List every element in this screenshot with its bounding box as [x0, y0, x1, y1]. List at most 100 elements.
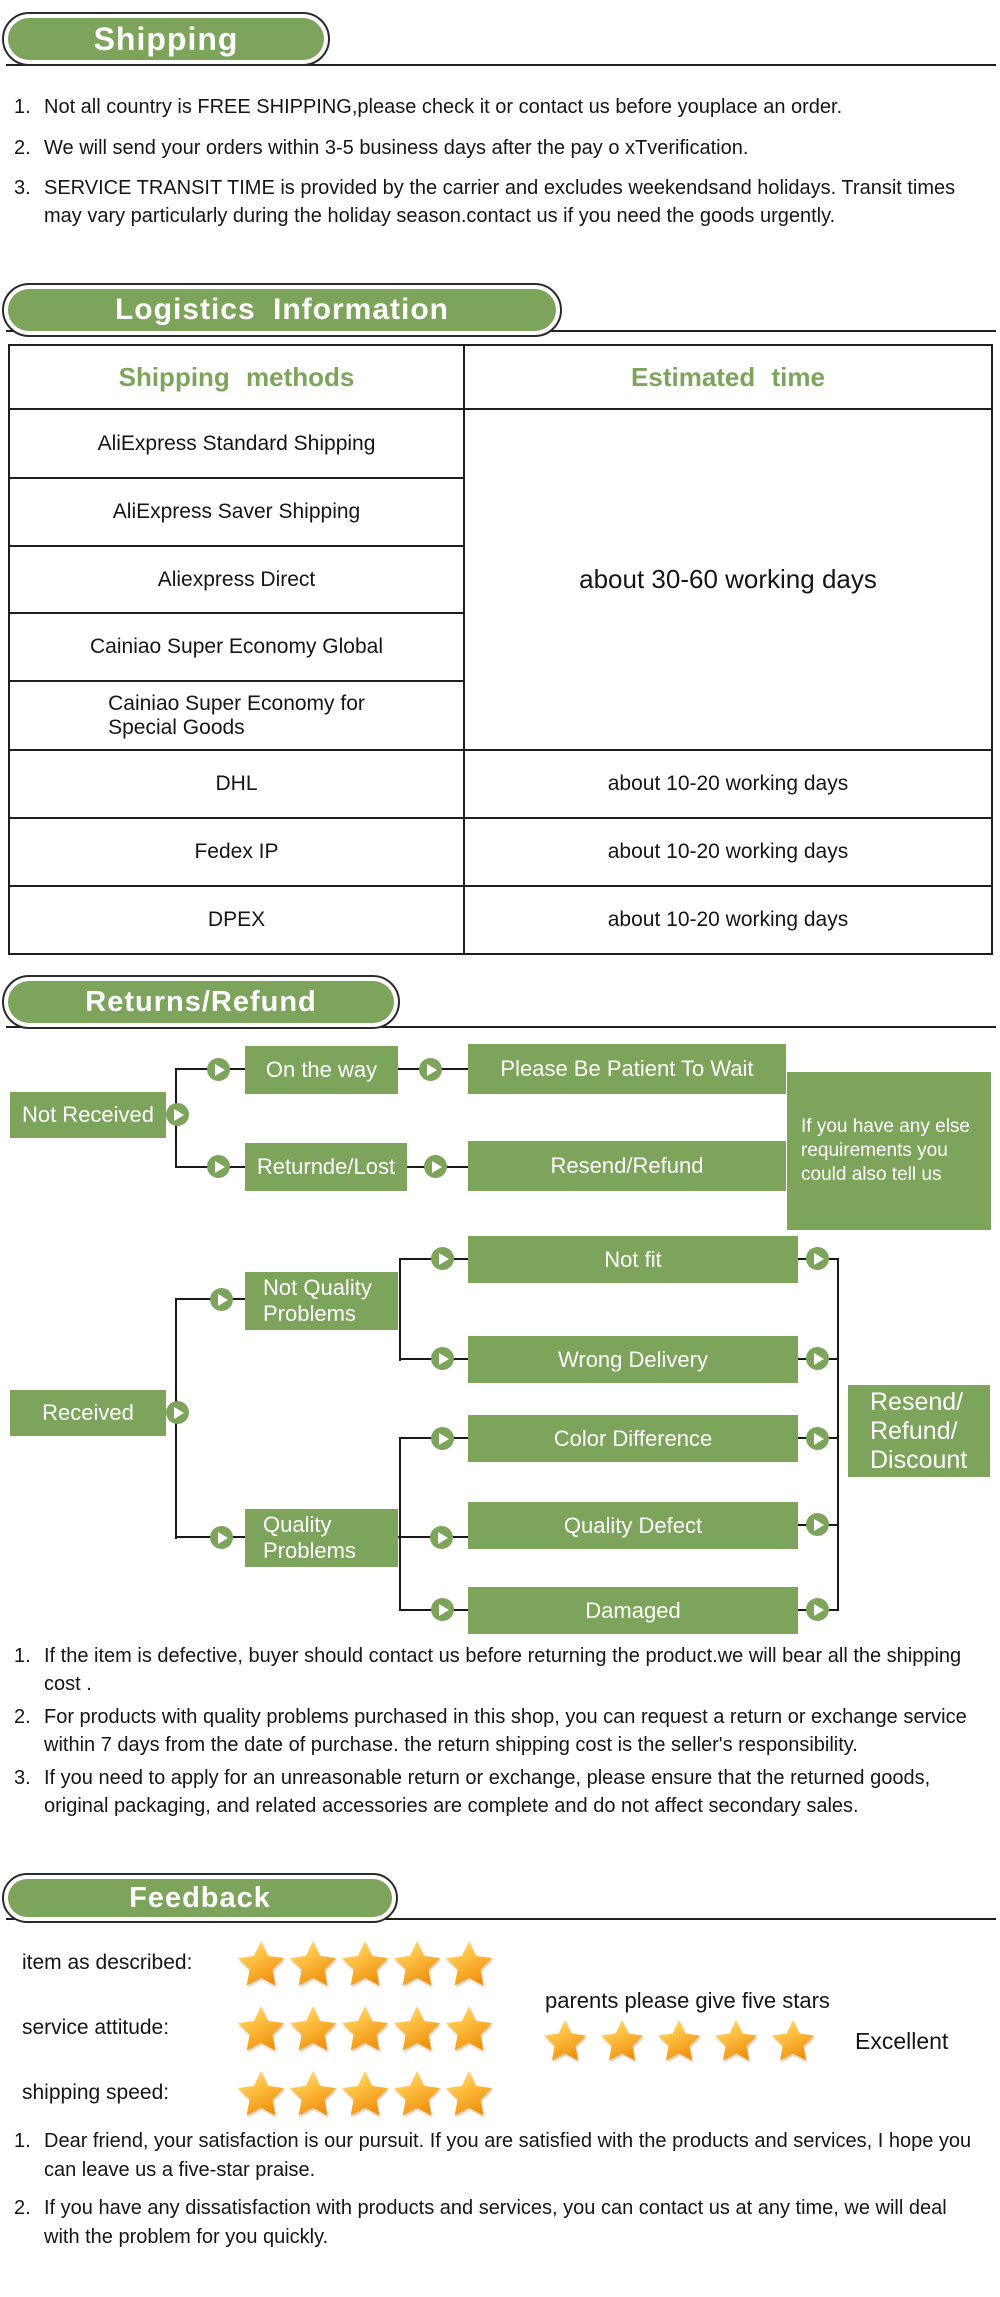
feedback-header-rule	[6, 1918, 996, 1920]
table-cell-method: Aliexpress Direct	[10, 547, 465, 614]
flow-box-not-quality-problems: Not Quality Problems	[245, 1272, 398, 1330]
shipping-notes-list: 1. Not all country is FREE SHIPPING,plea…	[14, 94, 972, 230]
arrow-right-icon	[806, 1513, 829, 1536]
logistics-header-pill: Logistics Information	[2, 283, 562, 337]
flow-connector	[837, 1258, 839, 1611]
list-item-number: 3.	[14, 177, 31, 199]
arrow-right-icon	[210, 1526, 233, 1549]
star-icon	[446, 1940, 492, 1986]
flow-box-not-fit: Not fit	[468, 1236, 798, 1283]
list-item-text: Dear friend, your satisfaction is our pu…	[44, 2130, 972, 2181]
list-item-text: If you need to apply for an unreasonable…	[44, 1767, 931, 1817]
list-item: 3. If you need to apply for an unreasona…	[14, 1765, 972, 1820]
praise-stars-row	[543, 2018, 828, 2062]
feedback-header-pill: Feedback	[2, 1873, 398, 1923]
star-icon	[342, 2005, 388, 2051]
arrow-right-icon	[431, 1247, 454, 1270]
star-icon	[394, 1940, 440, 1986]
table-cell-method: AliExpress Saver Shipping	[10, 479, 465, 547]
shipping-title: Shipping	[8, 18, 324, 60]
list-item: 2. We will send your orders within 3-5 b…	[14, 135, 972, 163]
rating-row-shipping-speed: shipping speed:	[22, 2068, 497, 2118]
flow-connector	[399, 1258, 401, 1361]
arrow-right-icon	[806, 1598, 829, 1621]
rating-row-item-as-described: item as described:	[22, 1938, 497, 1988]
arrow-right-icon	[806, 1427, 829, 1450]
star-icon	[342, 1940, 388, 1986]
flow-box-please-be-patient: Please Be Patient To Wait	[468, 1044, 786, 1094]
arrow-right-icon	[806, 1247, 829, 1270]
table-cell-time: about 10-20 working days	[465, 819, 991, 887]
list-item-number: 1.	[14, 2130, 31, 2152]
column-header-estimated-time: Estimated time	[465, 346, 991, 410]
list-item-number: 2.	[14, 2197, 31, 2219]
star-icon	[394, 2005, 440, 2051]
flow-box-damaged: Damaged	[468, 1587, 798, 1634]
star-icon	[394, 2070, 440, 2116]
table-cell-method: Fedex IP	[10, 819, 465, 887]
list-item-number: 2.	[14, 136, 31, 159]
arrow-right-icon	[431, 1347, 454, 1370]
arrow-right-icon	[430, 1526, 453, 1549]
list-item-text: We will send your orders within 3-5 busi…	[44, 136, 749, 159]
list-item-number: 1.	[14, 1645, 31, 1667]
praise-verdict: Excellent	[855, 2028, 949, 2054]
rating-label: shipping speed:	[22, 2081, 170, 2104]
star-icon	[290, 1940, 336, 1986]
flow-box-quality-defect: Quality Defect	[468, 1502, 798, 1549]
returns-header-rule	[6, 1026, 996, 1028]
star-icon	[342, 2070, 388, 2116]
flow-box-color-difference: Color Difference	[468, 1415, 798, 1462]
arrow-right-icon	[419, 1058, 442, 1081]
arrow-right-icon	[207, 1058, 230, 1081]
list-item-text: For products with quality problems purch…	[44, 1706, 967, 1756]
star-icon	[290, 2070, 336, 2116]
table-cell-method-text: Cainiao Super Economy for Special Goods	[108, 691, 365, 739]
star-icon	[446, 2070, 492, 2116]
shipping-header-pill: Shipping	[2, 12, 330, 66]
column-header-shipping-methods: Shipping methods	[10, 346, 465, 410]
flow-box-received: Received	[10, 1390, 166, 1436]
table-cell-time: about 10-20 working days	[465, 751, 991, 819]
star-icon	[715, 2019, 757, 2061]
feedback-title: Feedback	[8, 1879, 392, 1917]
star-icon	[772, 2019, 814, 2061]
table-cell-method: DHL	[10, 751, 465, 819]
star-icon	[544, 2019, 586, 2061]
table-cell-method: Cainiao Super Economy Global	[10, 614, 465, 682]
arrow-right-icon	[424, 1155, 447, 1178]
list-item-number: 2.	[14, 1706, 31, 1728]
list-item: 1. Dear friend, your satisfaction is our…	[14, 2127, 972, 2184]
list-item-text: Not all country is FREE SHIPPING,please …	[44, 96, 843, 118]
star-icon	[658, 2019, 700, 2061]
star-icon	[601, 2019, 643, 2061]
list-item: 1. If the item is defective, buyer shoul…	[14, 1643, 972, 1698]
feedback-notes-list: 1. Dear friend, your satisfaction is our…	[14, 2127, 972, 2261]
rating-label: service attitude:	[22, 2016, 170, 2039]
star-icon	[446, 2005, 492, 2051]
star-icon	[238, 2005, 284, 2051]
returns-notes-list: 1. If the item is defective, buyer shoul…	[14, 1643, 972, 1826]
star-icon	[238, 1940, 284, 1986]
arrow-right-icon	[431, 1598, 454, 1621]
table-cell-method: DPEX	[10, 887, 465, 953]
flow-box-wrong-delivery: Wrong Delivery	[468, 1336, 798, 1383]
list-item-text: SERVICE TRANSIT TIME is provided by the …	[44, 177, 956, 227]
list-item-number: 1.	[14, 96, 31, 118]
rating-label: item as described:	[22, 1951, 193, 1974]
flow-box-not-received: Not Received	[10, 1092, 166, 1138]
flow-box-quality-problems: Quality Problems	[245, 1509, 398, 1567]
flow-box-on-the-way: On the way	[245, 1046, 398, 1094]
returns-title: Returns/Refund	[8, 981, 394, 1023]
list-item: 1. Not all country is FREE SHIPPING,plea…	[14, 94, 972, 122]
logistics-table: Shipping methods Estimated time AliExpre…	[8, 344, 993, 955]
flow-box-resend-refund-discount: Resend/ Refund/ Discount	[848, 1385, 990, 1477]
list-item: 2. If you have any dissatisfaction with …	[14, 2194, 972, 2251]
list-item: 3. SERVICE TRANSIT TIME is provided by t…	[14, 175, 972, 230]
star-icon	[290, 2005, 336, 2051]
flow-box-returned-lost: Returnde/Lost	[245, 1143, 407, 1191]
flow-note-box: If you have any else requirements you co…	[787, 1072, 991, 1230]
shipping-header-rule	[6, 64, 996, 66]
praise-caption: parents please give five stars	[545, 1988, 830, 2013]
